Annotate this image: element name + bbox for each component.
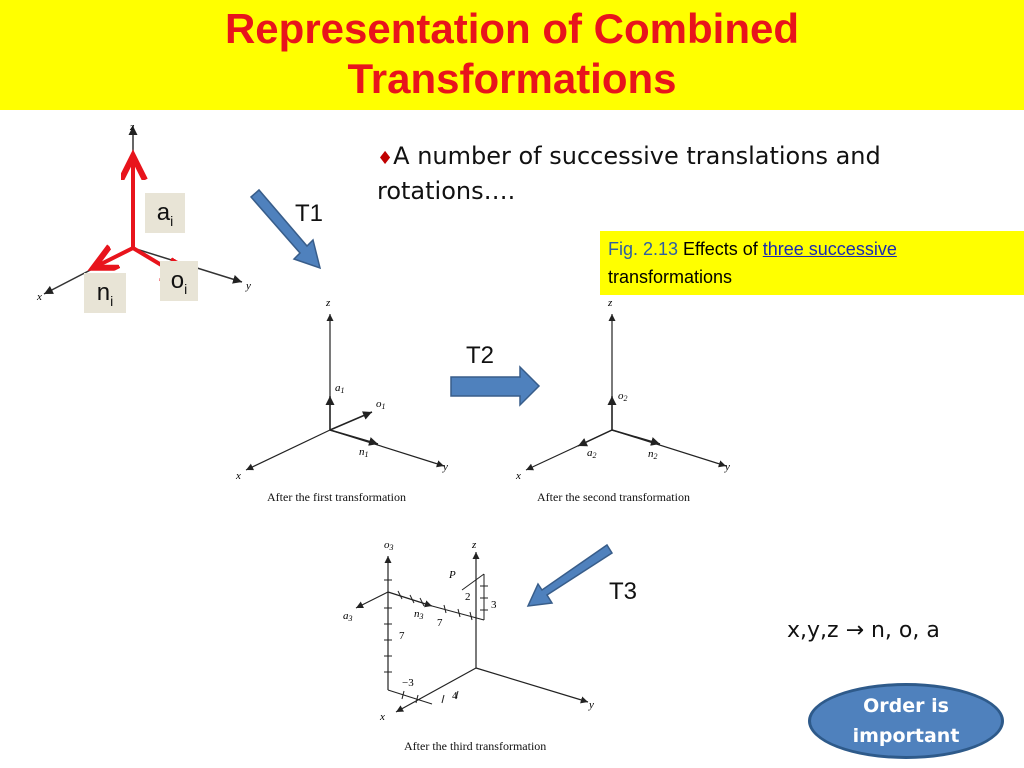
- svg-text:7: 7: [437, 617, 443, 629]
- a-label-box: ai: [145, 193, 185, 233]
- svg-text:a2: a2: [587, 447, 597, 460]
- title-banner: [0, 0, 1024, 110]
- t2-label: T2: [466, 342, 495, 369]
- svg-text:o1: o1: [376, 398, 386, 411]
- initial-frame-diagram: z x y: [36, 121, 251, 303]
- svg-text:n3: n3: [414, 608, 424, 621]
- svg-text:a1: a1: [335, 382, 345, 395]
- svg-text:−3: −3: [402, 677, 414, 689]
- svg-text:z: z: [471, 539, 477, 551]
- svg-text:z: z: [325, 297, 331, 309]
- svg-text:x: x: [235, 470, 241, 482]
- svg-text:4: 4: [452, 690, 458, 702]
- svg-text:n2: n2: [648, 448, 658, 461]
- svg-text:2: 2: [465, 591, 471, 603]
- svg-text:x: x: [379, 711, 385, 723]
- caption-highlight: three successive: [762, 239, 897, 259]
- svg-text:3: 3: [491, 599, 497, 611]
- svg-text:z: z: [607, 297, 613, 309]
- third-caption: After the third transformation: [404, 739, 546, 753]
- second-caption: After the second transformation: [537, 490, 690, 504]
- t2-arrow-icon: [450, 365, 541, 407]
- bullet-text: ♦A number of successive translations and…: [377, 140, 937, 208]
- caption-mid: Effects of: [678, 239, 763, 259]
- t3-arrow-icon: [526, 543, 614, 607]
- caption-rest: transformations: [608, 267, 733, 287]
- svg-text:o2: o2: [618, 390, 628, 403]
- figure-number: Fig. 2.13: [608, 239, 679, 259]
- third-transformation-diagram: z x y o3 a3 n3 P 2 3 7 7 −3 4 After the …: [343, 539, 594, 753]
- first-transformation-diagram: z x y a1 o1 n1 After the first transform…: [235, 297, 448, 504]
- n-vector: [97, 248, 134, 266]
- second-transformation-diagram: z x y o2 a2 n2 After the second transfor…: [515, 297, 730, 504]
- bullet-ellipsis: ….: [483, 177, 516, 205]
- t1-label: T1: [295, 200, 324, 227]
- diamond-bullet-icon: ♦: [377, 148, 394, 169]
- svg-text:y: y: [442, 461, 448, 473]
- order-is-important-button[interactable]: Order is important: [808, 683, 1004, 759]
- mapping-text: x,y,z → n, o, a: [787, 618, 940, 643]
- title-line-1: Representation of Combined: [224, 5, 800, 52]
- t1-arrow-icon: [249, 188, 322, 270]
- svg-text:o3: o3: [384, 539, 394, 552]
- svg-text:y: y: [588, 699, 594, 711]
- svg-text:x: x: [515, 470, 521, 482]
- o-label-box: oi: [160, 261, 198, 301]
- svg-text:a3: a3: [343, 610, 353, 623]
- svg-text:n1: n1: [359, 446, 369, 459]
- figure-caption: Fig. 2.13 Effects of three successive tr…: [600, 231, 1024, 295]
- t3-label: T3: [609, 578, 638, 605]
- n-label-box: ni: [84, 273, 126, 313]
- svg-text:y: y: [724, 461, 730, 473]
- tick-marks: [384, 579, 488, 704]
- y-axis-label: y: [245, 280, 251, 292]
- svg-text:P: P: [448, 569, 456, 581]
- x-axis-label: x: [36, 291, 42, 303]
- first-caption: After the first transformation: [267, 490, 406, 504]
- svg-text:7: 7: [399, 630, 405, 642]
- bullet-body: A number of successive translations and …: [377, 142, 881, 205]
- title-line-2: Transformations: [347, 55, 677, 102]
- slide-title: Representation of Combined Transformatio…: [0, 4, 1024, 104]
- z-axis-label: z: [129, 121, 135, 133]
